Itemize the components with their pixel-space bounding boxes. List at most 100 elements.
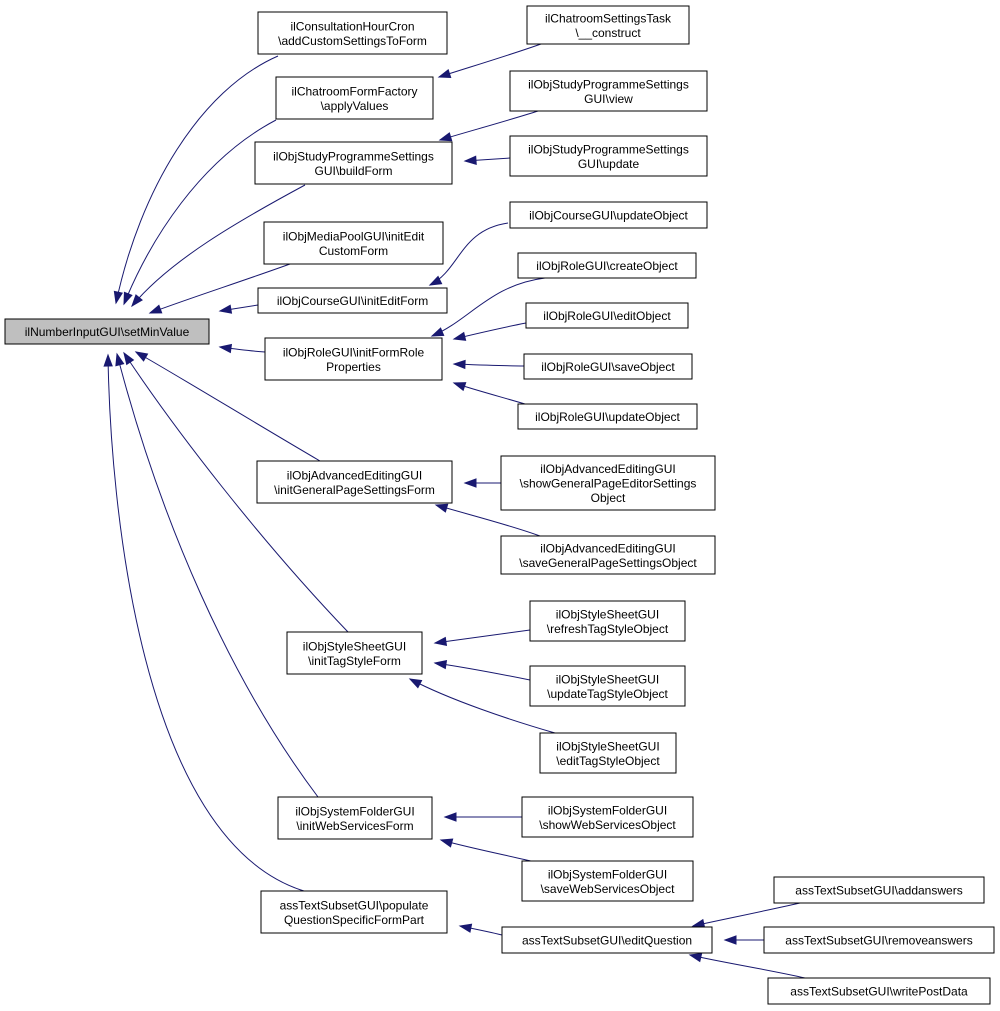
node-box[interactable] [257,11,448,55]
node-box[interactable] [521,796,694,838]
node-role-create[interactable]: ilObjRoleGUI\createObject [517,252,697,279]
node-box[interactable] [501,926,713,954]
node-label-line: ilObjStyleSheetGUI [556,739,659,753]
node-box[interactable] [257,287,448,314]
node-ass-remove[interactable]: assTextSubsetGUI\removeanswers [763,926,995,954]
node-adv-save[interactable]: ilObjAdvancedEditingGUI\saveGeneralPageS… [500,535,716,575]
node-cons-cron[interactable]: ilConsultationHourCron\addCustomSettings… [257,11,448,55]
node-style-refresh[interactable]: ilObjStyleSheetGUI\refreshTagStyleObject [529,600,686,642]
node-box[interactable] [4,318,210,345]
node-label-line: \refreshTagStyleObject [547,622,669,636]
node-sysfolder-init[interactable]: ilObjSystemFolderGUI\initWebServicesForm [277,796,433,840]
edge-role_save-to-role_init [452,359,525,370]
node-chat-task[interactable]: ilChatroomSettingsTask\__construct [526,5,690,45]
arrowhead [408,678,423,689]
node-course-init[interactable]: ilObjCourseGUI\initEditForm [257,287,448,314]
edge-style_edit-to-style_init [408,678,556,734]
arrowhead [123,291,133,306]
node-box[interactable] [526,5,690,45]
node-label-line: Object [591,491,626,505]
node-course-update[interactable]: ilObjCourseGUI\updateObject [509,201,708,229]
node-adv-show[interactable]: ilObjAdvancedEditingGUI\showGeneralPageE… [500,455,716,511]
node-box[interactable] [509,135,708,177]
node-root[interactable]: ilNumberInputGUI\setMinValue [4,318,210,345]
arrowhead [148,304,163,314]
node-box[interactable] [500,455,716,511]
node-box[interactable] [529,665,686,707]
nodes-layer: ilNumberInputGUI\setMinValue ilConsultati… [4,5,995,1005]
node-box[interactable] [525,302,689,329]
node-ass-add[interactable]: assTextSubsetGUI\addanswers [773,876,985,904]
edge-sysfolder_init-to-root [115,352,319,798]
node-ass-write[interactable]: assTextSubsetGUI\writePostData [767,977,991,1005]
node-label-line: assTextSubsetGUI\editQuestion [522,934,692,948]
edge-line [135,351,321,462]
node-label-line: \saveGeneralPageSettingsObject [519,556,697,570]
node-sysfolder-save[interactable]: ilObjSystemFolderGUI\saveWebServicesObje… [521,860,694,902]
node-label-line: ilChatroomSettingsTask [545,11,672,25]
arrowhead [115,352,125,367]
node-label-line: ilObjAdvancedEditingGUI [287,468,422,482]
node-box[interactable] [256,460,453,504]
arrowhead [458,923,473,933]
node-label-line: ilObjStudyProgrammeSettings [273,149,434,163]
edge-style_init-to-root [123,351,349,633]
node-ass-populate[interactable]: assTextSubsetGUI\populateQuestionSpecifi… [260,890,448,934]
edge-mediapool-to-root [148,263,291,314]
node-box[interactable] [767,977,991,1005]
node-box[interactable] [277,796,433,840]
node-box[interactable] [264,337,443,381]
node-role-edit[interactable]: ilObjRoleGUI\editObject [525,302,689,329]
edge-line [689,954,806,979]
node-box[interactable] [521,860,694,902]
node-box[interactable] [286,631,423,675]
edge-ass_remove-to-ass_edit [723,935,764,945]
arrowhead [723,935,737,945]
node-ass-edit[interactable]: assTextSubsetGUI\editQuestion [501,926,713,954]
edge-line [409,678,556,734]
node-chat-factory[interactable]: ilChatroomFormFactory\applyValues [275,76,434,120]
node-label-line: ilObjCourseGUI\updateObject [529,209,688,223]
node-sysfolder-show[interactable]: ilObjSystemFolderGUI\showWebServicesObje… [521,796,694,838]
node-box[interactable] [500,535,716,575]
node-label-line: ilObjAdvancedEditingGUI [540,462,675,476]
node-adv-init[interactable]: ilObjAdvancedEditingGUI\initGeneralPageS… [256,460,453,504]
edge-role_edit-to-role_init [452,322,527,341]
node-role-save[interactable]: ilObjRoleGUI\saveObject [523,353,693,380]
node-box[interactable] [763,926,995,954]
node-style-update[interactable]: ilObjStyleSheetGUI\updateTagStyleObject [529,665,686,707]
node-label-line: ilObjStyleSheetGUI [303,639,406,653]
arrowhead [452,359,466,370]
node-box[interactable] [529,600,686,642]
arrowhead [452,382,467,392]
node-style-edit[interactable]: ilObjStyleSheetGUI\editTagStyleObject [539,732,677,774]
node-box[interactable] [517,403,698,430]
node-label-line: GUI\view [584,92,633,106]
node-box[interactable] [275,76,434,120]
node-box[interactable] [523,353,693,380]
node-box[interactable] [260,890,448,934]
node-box[interactable] [773,876,985,904]
node-box[interactable] [254,141,453,185]
arrowhead [218,304,233,314]
node-label-line: \initWebServicesForm [296,819,413,833]
node-box[interactable] [539,732,677,774]
node-label-line: ilObjStyleSheetGUI [556,607,659,621]
node-box[interactable] [517,252,697,279]
node-box[interactable] [263,221,444,265]
node-role-update[interactable]: ilObjRoleGUI\updateObject [517,403,698,430]
node-box[interactable] [509,201,708,229]
node-box[interactable] [509,70,708,112]
edge-line [107,354,305,892]
node-label-line: ilObjSystemFolderGUI [548,867,667,881]
arrowhead [134,351,149,362]
node-label-line: ilObjRoleGUI\createObject [536,259,678,273]
node-style-init[interactable]: ilObjStyleSheetGUI\initTagStyleForm [286,631,423,675]
node-label-line: ilObjRoleGUI\saveObject [541,360,675,374]
